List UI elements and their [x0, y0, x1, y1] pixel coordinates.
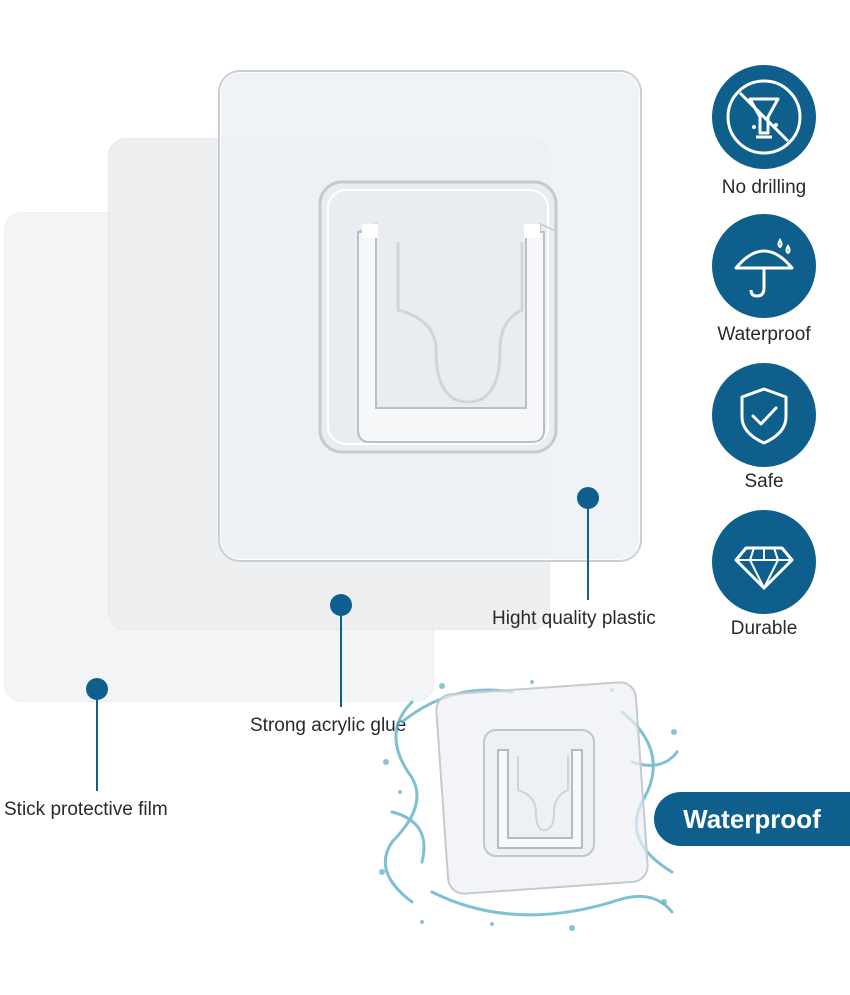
shield-check-icon	[712, 363, 816, 467]
waterproof-badge: Waterproof	[654, 792, 850, 846]
glue-callout-line	[340, 615, 342, 707]
feature-safe: Safe	[712, 363, 816, 492]
plastic-callout-dot	[577, 487, 599, 509]
feature-durable: Durable	[712, 510, 816, 639]
feature-waterproof: Waterproof	[712, 214, 816, 345]
plastic-callout-label: Hight quality plastic	[492, 608, 656, 629]
feature-label: Safe	[744, 471, 784, 492]
feature-label: No drilling	[721, 177, 807, 198]
glue-callout-dot	[330, 594, 352, 616]
waterproof-hook-splash-illustration	[379, 680, 684, 931]
film-callout-line	[96, 699, 98, 791]
film-callout-label: Stick protective film	[4, 799, 168, 820]
feature-label: Waterproof	[717, 324, 811, 345]
no-drilling-icon	[712, 65, 816, 169]
diamond-icon	[712, 510, 816, 614]
umbrella-icon	[712, 214, 816, 318]
film-callout-dot	[86, 678, 108, 700]
wall-hook-illustration	[318, 180, 558, 454]
feature-label: Durable	[730, 618, 798, 639]
feature-no-drilling: No drilling	[712, 65, 816, 198]
plastic-callout-line	[587, 508, 589, 600]
glue-callout-label: Strong acrylic glue	[250, 715, 407, 736]
